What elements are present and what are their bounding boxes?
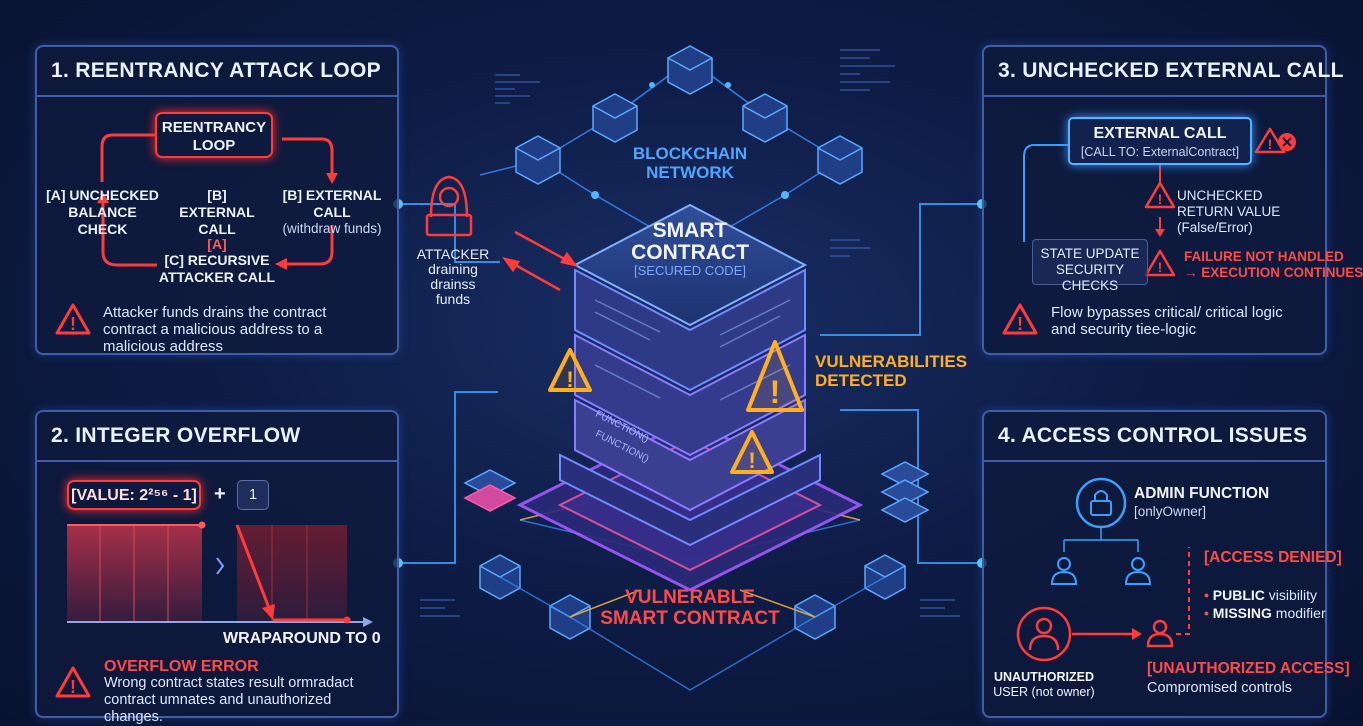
loop-arrows-icon (97, 133, 338, 270)
recursive-call-label: [C] RECURSIVE ATTACKER CALL (158, 252, 276, 285)
admin-function-label: ADMIN FUNCTION (1134, 485, 1270, 502)
unauthorized-user-label: UNAUTHORIZED USER (not owner) (988, 670, 1100, 700)
svg-text:!: ! (70, 677, 76, 697)
state-update-box: STATE UPDATE SECURITY CHECKS (1032, 239, 1148, 293)
panel-title: 3. UNCHECKED EXTERNAL CALL (984, 47, 1343, 97)
unauthorized-title: UNAUTHORIZED (994, 670, 1094, 684)
access-control-panel: 4. ACCESS CONTROL ISSUES ADMIN FUNCTION … (982, 410, 1350, 718)
external-call-box: EXTERNAL CALL [CALL TO: ExternalContract… (1068, 117, 1252, 165)
secured-code-label: [SECURED CODE] (634, 263, 746, 278)
bullet-icon: • (1204, 587, 1213, 603)
flow-arrows-icon: ! ! ! (1023, 127, 1296, 277)
reentrancy-panel: 1. REENTRANCY ATTACK LOOP REENTRANCY LOO… (35, 45, 399, 355)
integer-overflow-panel: 2. INTEGER OVERFLOW [VALUE: 2²⁵⁶ - 1] + … (35, 410, 399, 725)
network-illustration: ! ! ! (393, 45, 987, 691)
value-box: [VALUE: 2²⁵⁶ - 1] (67, 480, 201, 510)
attacker-label: ATTACKER draining drainss funds (416, 246, 490, 307)
vulnerabilities-detected-label: VULNERABILITIES DETECTED (815, 352, 968, 390)
failure-not-handled: FAILURE NOT HANDLED (1184, 249, 1344, 264)
execution-continues: → EXECUTION CONTINUES (1184, 265, 1363, 280)
missing-text: MISSING (1212, 605, 1272, 621)
svg-text:!: ! (566, 367, 573, 392)
svg-text:!: ! (70, 314, 76, 334)
external-call-title: [B] EXTERNAL CALL (282, 187, 382, 220)
flow-bypass-note: Flow bypasses critical/ critical logic a… (1051, 304, 1283, 338)
blockchain-network-label: BLOCKCHAIN NETWORK (632, 144, 748, 182)
unauthorized-sub: USER (not owner) (993, 685, 1095, 699)
unauthorized-access-label: [UNAUTHORIZED ACCESS] (1147, 660, 1350, 677)
reentrancy-loop-box: REENTRANCY LOOP (155, 112, 273, 158)
recursive-call-tag: [A] (207, 236, 227, 252)
overflow-error-text: Wrong contract states result ormradact c… (104, 675, 354, 725)
wraparound-label: WRAPAROUND TO 0 (223, 630, 381, 647)
panel-title: 4. ACCESS CONTROL ISSUES (984, 412, 1325, 462)
svg-text:!: ! (770, 374, 781, 410)
unchecked-return-text: UNCHECKED RETURN VALUE (False/Error) (1177, 188, 1281, 235)
unchecked-balance-label: [A] UNCHECKED BALANCE CHECK (46, 187, 159, 237)
withdraw-funds-text: (withdraw funds) (282, 221, 382, 236)
access-tree-graphic (1016, 477, 1190, 662)
only-owner-label: [onlyOwner] (1134, 504, 1207, 519)
panel-title: 1. REENTRANCY ATTACK LOOP (37, 47, 397, 97)
missing-modifier-item: • MISSING modifier (1204, 605, 1326, 621)
external-call-label-b2: [B] EXTERNAL CALL (withdraw funds) (272, 187, 392, 237)
warning-icon: ! (55, 666, 91, 698)
smart-contract-title: SMART CONTRACT (631, 219, 749, 264)
panel-title: 2. INTEGER OVERFLOW (37, 412, 397, 462)
svg-text:!: ! (1158, 259, 1163, 275)
overflow-bar-graphic (67, 521, 373, 627)
unchecked-call-panel: 3. UNCHECKED EXTERNAL CALL ! ! ! EXTERNA… (982, 45, 1363, 355)
warning-icon: ! (1002, 303, 1038, 335)
external-call-label-b1: [B] EXTERNAL CALL (179, 187, 255, 237)
plus-sign: + (214, 483, 226, 505)
public-text: PUBLIC (1212, 587, 1265, 603)
svg-text:!: ! (1268, 136, 1273, 152)
public-visibility-item: • PUBLIC visibility (1204, 587, 1317, 603)
external-call-target: [CALL TO: ExternalContract] (1080, 145, 1240, 159)
access-denied-label: [ACCESS DENIED] (1204, 549, 1342, 566)
overflow-error-title: OVERFLOW ERROR (104, 658, 259, 675)
vulnerable-contract-label: VULNERABLE SMART CONTRACT (600, 587, 780, 629)
svg-text:!: ! (1017, 314, 1023, 334)
svg-text:!: ! (1158, 191, 1163, 207)
svg-text:!: ! (748, 448, 755, 473)
one-box: 1 (237, 480, 269, 510)
bullet-icon: • (1204, 605, 1213, 621)
compromised-controls-text: Compromised controls (1147, 680, 1293, 696)
warning-icon: ! (55, 303, 91, 335)
modifier-text: modifier (1271, 605, 1326, 621)
visibility-text: visibility (1264, 587, 1318, 603)
external-call-title: EXTERNAL CALL (1093, 125, 1227, 142)
reentrancy-note: Attacker funds drains the contract contr… (103, 304, 327, 355)
